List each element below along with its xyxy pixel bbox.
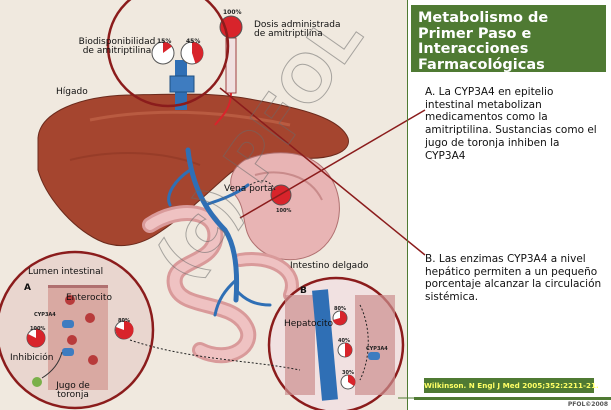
dose-pie (220, 16, 242, 38)
bioavailability-pie-high (181, 42, 203, 64)
label-inhibition: Inhibición (10, 354, 53, 363)
label-portal-vein: Vena porta (224, 185, 273, 194)
label-grapefruit-juice: Jugo de toronja (48, 382, 98, 401)
pct-dose: 100% (223, 9, 242, 16)
pct-a-cell: 80% (118, 318, 130, 324)
label-cyp3a4-a: CYP3A4 (34, 312, 56, 318)
label-dose: Dosis administrada de amitriptilina (254, 21, 350, 40)
label-cyp3a4-b: CYP3A4 (366, 346, 388, 352)
label-bioavailability: Biodisponibilidad de amitriptilina (72, 38, 162, 57)
label-inset-b: B (300, 287, 307, 296)
label-hepatocyte: Hepatocito (284, 320, 333, 329)
pct-a-lumen: 100% (30, 326, 45, 332)
note-b: B. Las enzimas CYP3A4 a nivel hepático p… (425, 253, 603, 304)
pct-b-top: 80% (334, 306, 346, 312)
pct-bio-low: 15% (157, 38, 171, 45)
pct-portal: 100% (276, 208, 291, 214)
note-a: A. La CYP3A4 en epitelio intestinal meta… (425, 86, 603, 162)
pct-bio-high: 45% (186, 38, 200, 45)
page-title: Metabolismo de Primer Paso e Interaccion… (411, 5, 606, 73)
pct-b-mid: 40% (338, 338, 350, 344)
label-small-intestine: Intestino delgado (290, 262, 368, 271)
pct-b-low: 30% (342, 370, 354, 376)
label-liver: Hígado (56, 88, 88, 97)
copyright: PFOL©2008 (568, 401, 608, 408)
label-enterocyte: Enterocito (66, 294, 112, 303)
citation: Wilkinson. N Engl J Med 2005;352:2211-21… (424, 378, 594, 393)
label-intestinal-lumen: Lumen intestinal (28, 268, 103, 277)
panel-divider (407, 0, 408, 410)
bottom-bar (414, 397, 611, 400)
label-inset-a: A (24, 284, 31, 293)
title-box: Metabolismo de Primer Paso e Interaccion… (411, 5, 606, 72)
